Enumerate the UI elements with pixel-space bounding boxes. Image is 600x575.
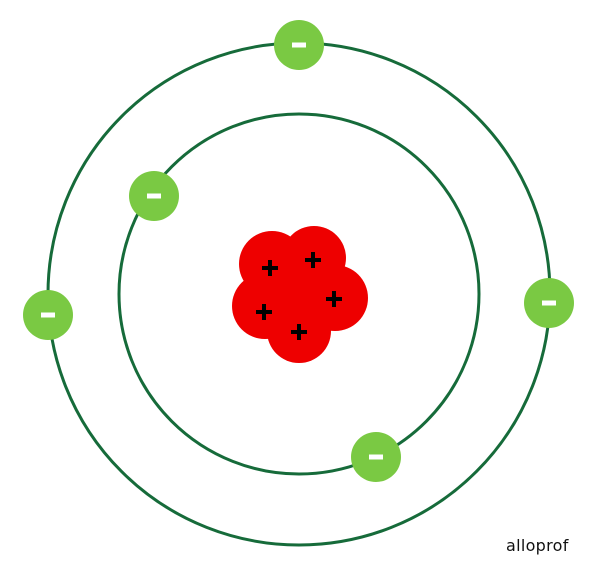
minus-sign-icon: [542, 300, 556, 306]
electron: [129, 171, 179, 221]
plus-sign-icon: [326, 291, 342, 307]
minus-sign-icon: [369, 454, 383, 460]
inner-orbit: [117, 112, 481, 476]
nucleus: [232, 226, 368, 363]
electron: [23, 290, 73, 340]
minus-sign-icon: [147, 193, 161, 199]
minus-sign-icon: [292, 42, 306, 48]
electron: [524, 278, 574, 328]
plus-sign-icon: [291, 324, 307, 340]
minus-sign-icon: [41, 312, 55, 318]
electron: [351, 432, 401, 482]
plus-sign-icon: [262, 260, 278, 276]
plus-sign-icon: [256, 304, 272, 320]
alloprof-logo: alloprof: [506, 536, 569, 555]
electron: [274, 20, 324, 70]
plus-sign-icon: [305, 252, 321, 268]
